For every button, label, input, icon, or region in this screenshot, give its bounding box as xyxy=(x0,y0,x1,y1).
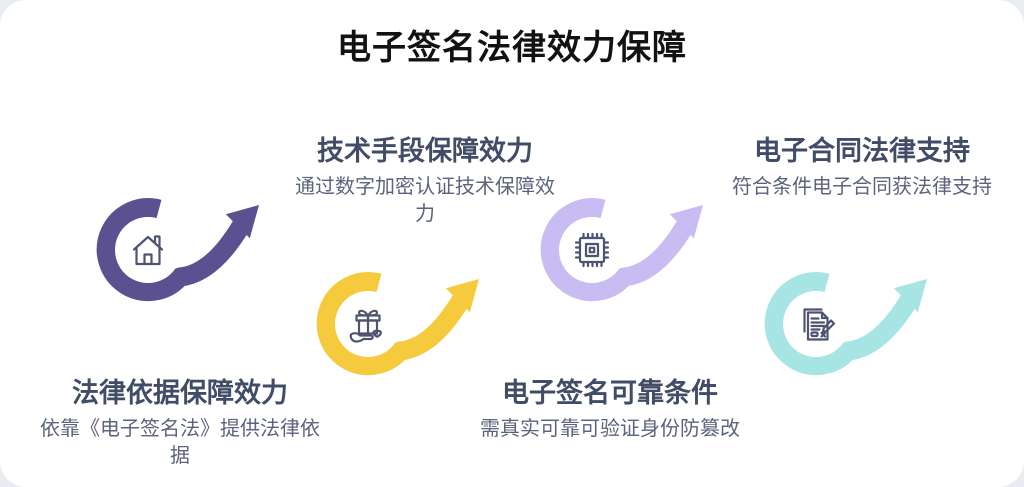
icon-backdrop xyxy=(115,217,181,283)
arrow-head xyxy=(669,205,703,239)
step-subtitle: 通过数字加密认证技术保障效 力 xyxy=(295,176,555,225)
arrow-head xyxy=(445,279,479,313)
contract-pen-icon xyxy=(803,308,836,341)
arrow-head xyxy=(225,205,259,239)
ring-arrow xyxy=(764,272,918,376)
step-title: 电子合同法律支持 xyxy=(754,136,970,166)
arrow-head xyxy=(893,279,927,313)
gift-hand-icon xyxy=(349,309,382,343)
step-4-text: 电子合同法律支持 符合条件电子合同获法律支持 xyxy=(707,134,1017,201)
ring-arrow xyxy=(316,272,470,376)
step-3-text: 电子签名可靠条件 需真实可靠可验证身份防篡改 xyxy=(455,376,765,443)
circular-arrow-step-4 xyxy=(764,272,927,376)
step-title: 电子签名可靠条件 xyxy=(502,378,718,408)
icon-backdrop xyxy=(559,217,625,283)
step-title: 法律依据保障效力 xyxy=(72,378,288,408)
circular-arrow-step-2 xyxy=(316,272,479,376)
step-subtitle: 需真实可靠可验证身份防篡改 xyxy=(480,418,740,440)
icon-backdrop xyxy=(783,291,849,357)
chip-icon xyxy=(574,232,610,268)
house-icon xyxy=(132,235,164,266)
page-title: 电子签名法律效力保障 xyxy=(337,29,687,67)
step-title: 技术手段保障效力 xyxy=(317,136,533,166)
step-subtitle: 依靠《电子签名法》提供法律依 据 xyxy=(40,418,320,467)
ring-arrow xyxy=(96,198,250,302)
step-1-text: 法律依据保障效力 依靠《电子签名法》提供法律依 据 xyxy=(25,376,335,470)
step-2-text: 技术手段保障效力 通过数字加密认证技术保障效 力 xyxy=(270,134,580,228)
circular-arrow-step-1 xyxy=(96,198,259,302)
ring-arrow xyxy=(540,198,694,302)
circular-arrow-step-3 xyxy=(540,198,703,302)
step-subtitle: 符合条件电子合同获法律支持 xyxy=(732,176,992,198)
